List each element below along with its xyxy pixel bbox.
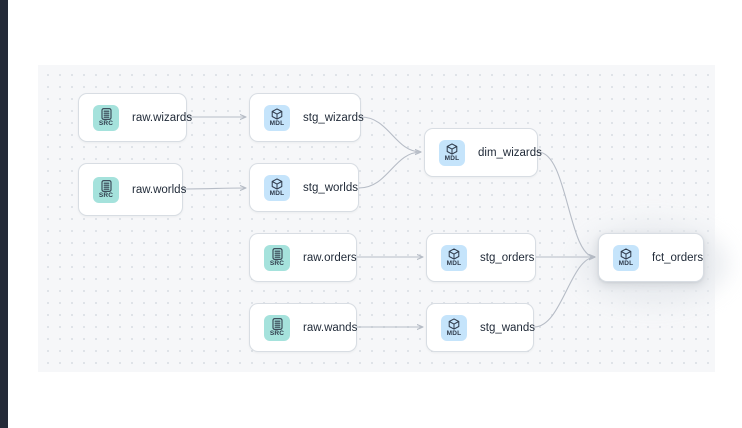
badge-model: MDL <box>613 244 639 271</box>
node-fct_orders[interactable]: MDL fct_orders <box>598 233 704 282</box>
database-icon <box>271 247 283 260</box>
badge-label: MDL <box>269 120 285 127</box>
node-label: raw.worlds <box>132 183 187 196</box>
node-raw_wizards[interactable]: SRC raw.wizards <box>78 93 192 142</box>
node-stg_wands[interactable]: MDL stg_wands <box>426 303 535 352</box>
node-raw_wands[interactable]: SRC raw.wands <box>249 303 357 352</box>
badge-source: SRC <box>93 104 119 131</box>
badge-source: SRC <box>264 314 290 341</box>
node-label: stg_worlds <box>303 181 358 194</box>
cube-icon <box>271 107 283 120</box>
badge-model: MDL <box>439 139 465 166</box>
badge-label: MDL <box>269 190 285 197</box>
badge-source: SRC <box>264 244 290 271</box>
badge-label: MDL <box>446 330 462 337</box>
badge-model: MDL <box>441 244 467 271</box>
cube-icon <box>448 317 460 330</box>
cube-icon <box>448 247 460 260</box>
node-stg_worlds[interactable]: MDL stg_worlds <box>249 163 359 212</box>
node-label: stg_wands <box>480 321 535 334</box>
badge-label: MDL <box>444 155 460 162</box>
node-label: stg_orders <box>480 251 535 264</box>
node-label: dim_wizards <box>478 146 542 159</box>
badge-label: SRC <box>269 330 285 337</box>
badge-model: MDL <box>441 314 467 341</box>
cube-icon <box>271 177 283 190</box>
badge-label: MDL <box>618 260 634 267</box>
database-icon <box>271 317 283 330</box>
node-label: raw.wizards <box>132 111 193 124</box>
badge-label: SRC <box>98 192 114 199</box>
node-label: raw.wands <box>303 321 358 334</box>
badge-label: SRC <box>98 120 114 127</box>
badge-label: MDL <box>446 260 462 267</box>
node-label: stg_wizards <box>303 111 364 124</box>
badge-label: SRC <box>269 260 285 267</box>
node-label: raw.orders <box>303 251 357 264</box>
node-stg_wizards[interactable]: MDL stg_wizards <box>249 93 364 142</box>
node-stg_orders[interactable]: MDL stg_orders <box>426 233 536 282</box>
badge-source: SRC <box>93 176 119 203</box>
app-left-rail <box>0 0 8 428</box>
node-raw_orders[interactable]: SRC raw.orders <box>249 233 357 282</box>
cube-icon <box>620 247 632 260</box>
badge-model: MDL <box>264 104 290 131</box>
cube-icon <box>446 142 458 155</box>
node-raw_worlds[interactable]: SRC raw.worlds <box>78 163 187 216</box>
database-icon <box>100 107 112 120</box>
database-icon <box>100 179 112 192</box>
node-dim_wizards[interactable]: MDL dim_wizards <box>424 128 542 177</box>
badge-model: MDL <box>264 174 290 201</box>
node-label: fct_orders <box>652 251 704 264</box>
